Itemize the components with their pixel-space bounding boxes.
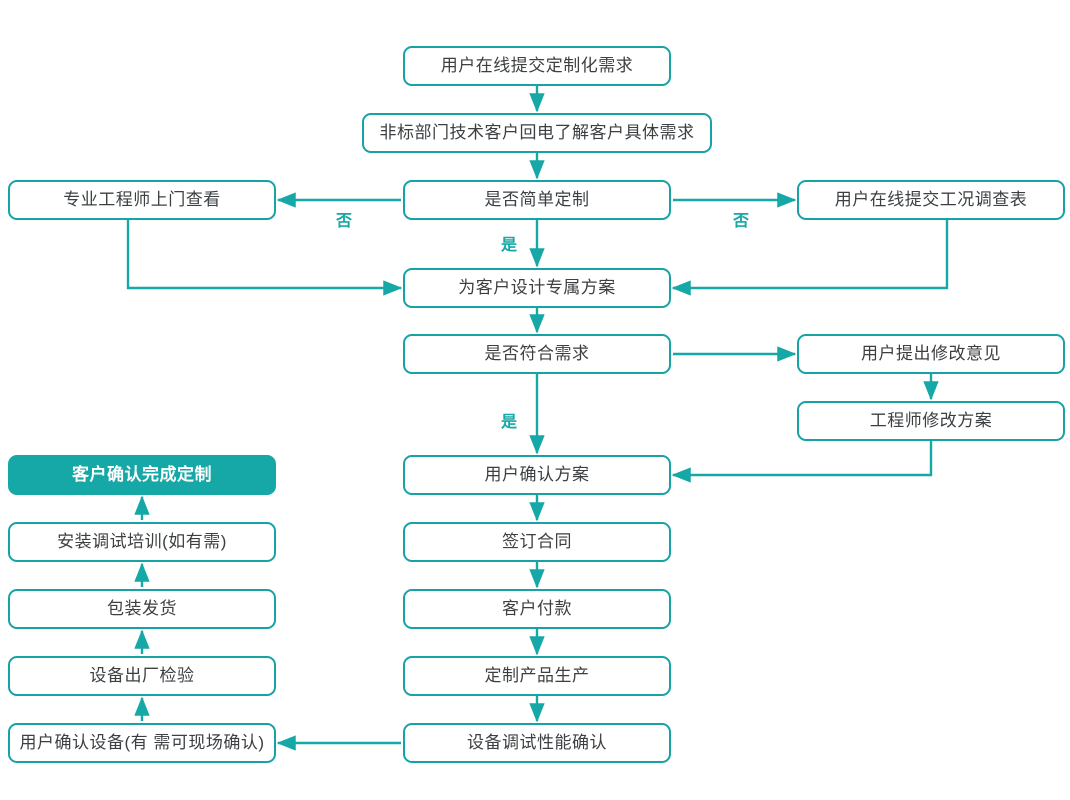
node-customer-payment[interactable]: 客户付款	[403, 589, 671, 629]
edge-label-no-left: 否	[336, 213, 353, 230]
edge-n3-n6	[126, 220, 403, 296]
edge-label-no-right: 否	[733, 213, 750, 230]
node-customization-complete[interactable]: 客户确认完成定制	[8, 455, 276, 495]
node-install-debug-training[interactable]: 安装调试培训(如有需)	[8, 522, 276, 562]
node-decision-simple-custom[interactable]: 是否简单定制	[403, 180, 671, 220]
node-design-exclusive-plan[interactable]: 为客户设计专属方案	[403, 268, 671, 308]
node-decision-meets-requirement[interactable]: 是否符合需求	[403, 334, 671, 374]
node-engineer-revise-plan[interactable]: 工程师修改方案	[797, 401, 1065, 441]
edge-n9-n10	[671, 441, 933, 483]
node-factory-inspection[interactable]: 设备出厂检验	[8, 656, 276, 696]
edge-label-yes-simple-custom: 是	[501, 237, 518, 254]
node-user-confirm-equipment[interactable]: 用户确认设备(有 需可现场确认)	[8, 723, 276, 763]
node-equipment-performance-check[interactable]: 设备调试性能确认	[403, 723, 671, 763]
edge-n5-n6	[671, 220, 949, 296]
node-submit-custom-request[interactable]: 用户在线提交定制化需求	[403, 46, 671, 86]
node-tech-callback[interactable]: 非标部门技术客户回电了解客户具体需求	[362, 113, 712, 153]
node-custom-production[interactable]: 定制产品生产	[403, 656, 671, 696]
node-submit-condition-survey[interactable]: 用户在线提交工况调查表	[797, 180, 1065, 220]
node-user-revision-feedback[interactable]: 用户提出修改意见	[797, 334, 1065, 374]
node-user-confirm-plan[interactable]: 用户确认方案	[403, 455, 671, 495]
edge-label-yes-meets-requirement: 是	[501, 414, 518, 431]
node-packaging-shipping[interactable]: 包装发货	[8, 589, 276, 629]
node-engineer-onsite-visit[interactable]: 专业工程师上门查看	[8, 180, 276, 220]
node-sign-contract[interactable]: 签订合同	[403, 522, 671, 562]
